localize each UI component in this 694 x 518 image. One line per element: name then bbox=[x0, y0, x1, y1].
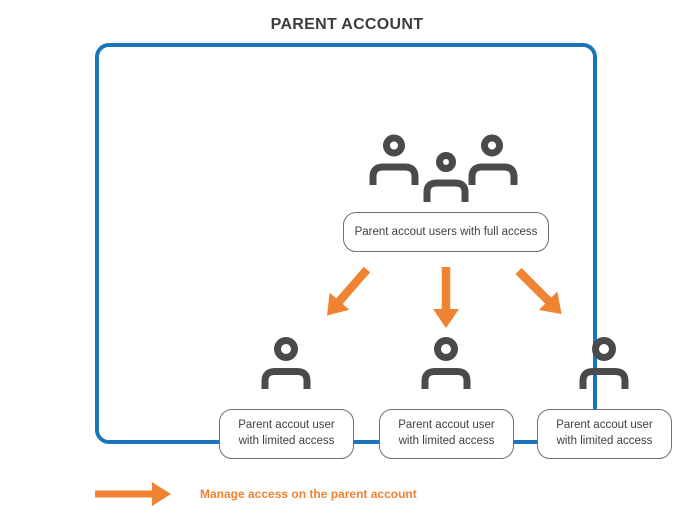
arrow-down-right-icon bbox=[515, 267, 562, 315]
user-icon bbox=[579, 337, 629, 389]
page-title: PARENT ACCOUNT bbox=[270, 16, 424, 33]
legend-label: Manage access on the parent account bbox=[200, 487, 417, 501]
limited-access-box: Parent accout user with limited access bbox=[219, 409, 354, 459]
limited-access-label: Parent accout user with limited access bbox=[238, 419, 335, 447]
user-icon bbox=[261, 337, 311, 389]
arrow-down-icon bbox=[433, 267, 459, 328]
user-icon bbox=[421, 337, 471, 389]
arrow-right-icon bbox=[95, 482, 171, 506]
limited-access-box: Parent accout user with limited access bbox=[379, 409, 514, 459]
limited-access-box: Parent accout user with limited access bbox=[537, 409, 672, 459]
legend: Manage access on the parent account bbox=[0, 478, 694, 510]
full-access-label: Parent accout users with full access bbox=[354, 226, 538, 238]
limited-access-label: Parent accout user with limited access bbox=[398, 419, 495, 447]
full-access-box: Parent accout users with full access bbox=[343, 212, 549, 252]
users-group-icon bbox=[369, 134, 518, 202]
parent-account-container: Parent accout users with full access bbox=[95, 43, 672, 459]
arrow-down-left-icon bbox=[326, 266, 371, 316]
limited-access-label: Parent accout user with limited access bbox=[556, 419, 653, 447]
